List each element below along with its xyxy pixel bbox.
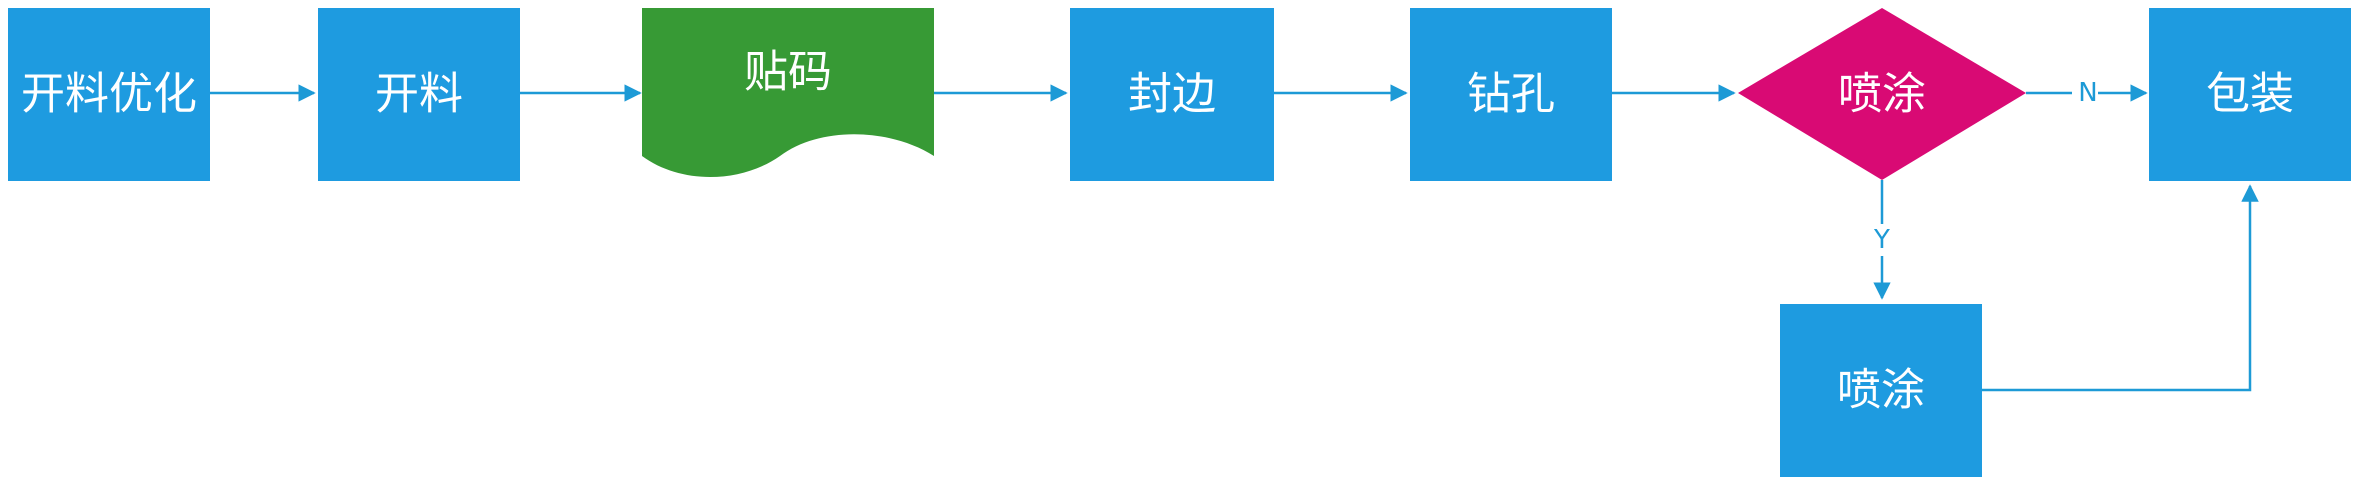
node-label: 喷涂 (1837, 365, 1925, 416)
node-labeling[interactable]: 贴码 (642, 8, 934, 177)
node-label: 开料 (375, 69, 463, 120)
process-box (1780, 304, 1982, 477)
process-box (1070, 8, 1274, 181)
edges (210, 84, 2259, 392)
node-label: 钻孔 (1467, 69, 1555, 120)
node-label: 封边 (1128, 69, 1216, 120)
process-box (318, 8, 520, 181)
document-shape (642, 8, 934, 177)
edge-spray-to-packing (1982, 184, 2259, 392)
node-label: 喷涂 (1838, 69, 1926, 120)
node-spray-process[interactable]: 喷涂 (1780, 304, 1982, 477)
node-label: 包装 (2206, 69, 2294, 120)
node-edge-banding[interactable]: 封边 (1070, 8, 1274, 181)
node-drilling[interactable]: 钻孔 (1410, 8, 1612, 181)
decision-diamond (1738, 8, 2026, 180)
process-box (8, 8, 210, 181)
process-box (1410, 8, 1612, 181)
node-spray-decision[interactable]: 喷涂 (1738, 8, 2026, 180)
edge-label-yes: Y (1873, 225, 1890, 255)
node-label: 开料优化 (21, 69, 197, 120)
node-label: 贴码 (744, 47, 832, 98)
node-optimize[interactable]: 开料优化 (8, 8, 210, 181)
node-cutting[interactable]: 开料 (318, 8, 520, 181)
edge-label-no: N (2078, 78, 2097, 108)
node-packing[interactable]: 包装 (2149, 8, 2351, 181)
process-box (2149, 8, 2351, 181)
